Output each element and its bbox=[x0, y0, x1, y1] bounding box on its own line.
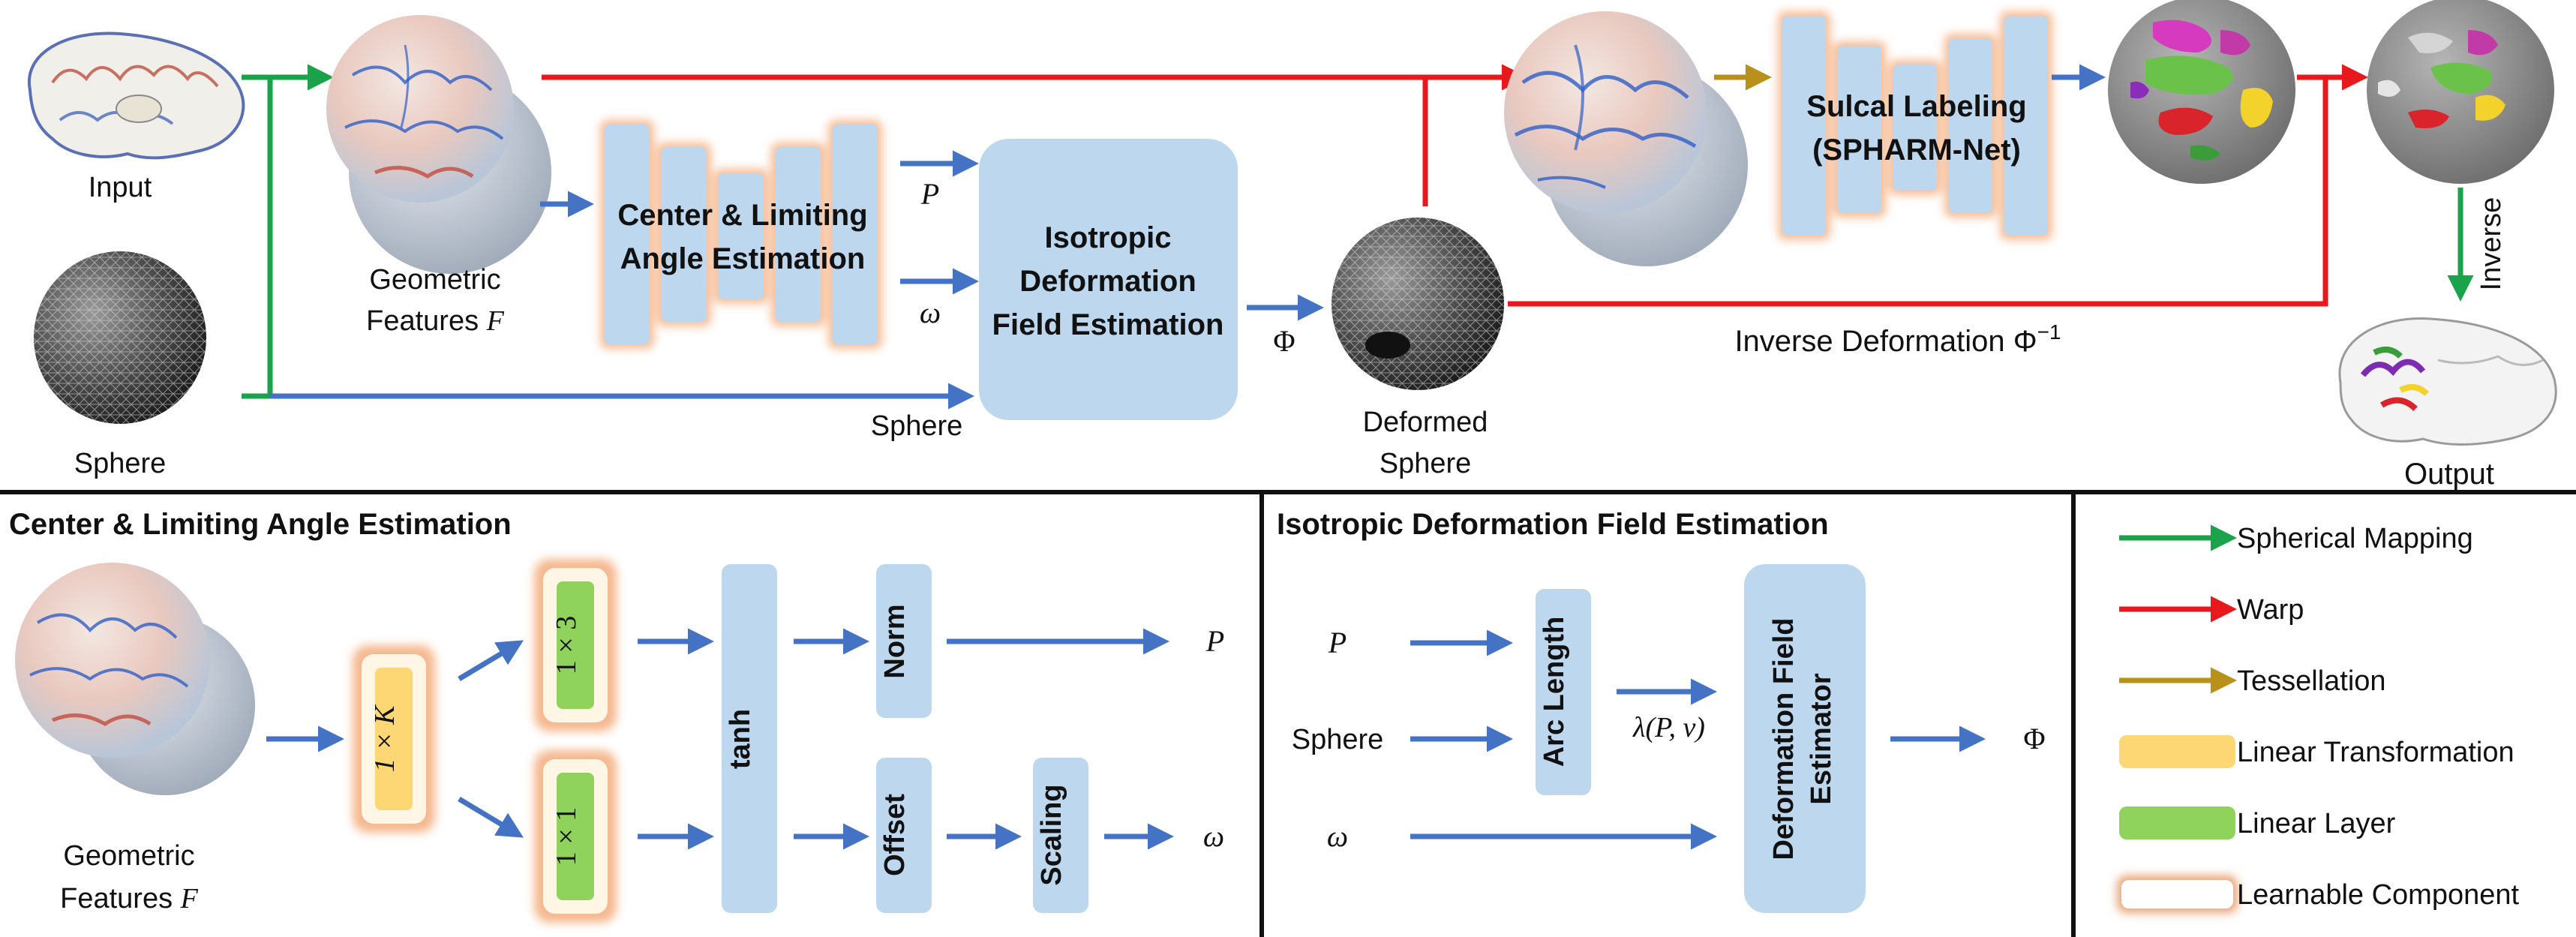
isotropic-deformation-block bbox=[979, 139, 1238, 420]
scaling-block bbox=[1033, 758, 1088, 913]
center-block-title-line2: Angle Estimation bbox=[620, 242, 866, 275]
legend-label: Linear Transformation bbox=[2237, 737, 2514, 768]
spherical-mapping-arrows bbox=[242, 64, 334, 399]
input-label: Input bbox=[89, 172, 152, 203]
linear-transform-label: 1 × K bbox=[369, 704, 401, 773]
layer-top-label: 1 × 3 bbox=[551, 616, 582, 674]
sphere-arrow-label: Sphere bbox=[871, 410, 963, 442]
deformed-sphere-line1: Deformed bbox=[1363, 407, 1488, 438]
isotropic-panel-title: Isotropic Deformation Field Estimation bbox=[1277, 508, 1829, 541]
sulcal-labeling-block bbox=[1778, 11, 2052, 240]
panel-geometric-features-spheres bbox=[15, 563, 255, 795]
geometric-features-label: Geometric bbox=[369, 264, 500, 296]
legend: Spherical MappingWarpTessellationLinear … bbox=[2117, 523, 2519, 913]
legend-item-linear-transformation: Linear Transformation bbox=[2119, 735, 2514, 768]
horizontal-divider bbox=[0, 490, 2576, 494]
P-out: P bbox=[1205, 624, 1224, 658]
legend-item-linear-layer: Linear Layer bbox=[2119, 806, 2396, 839]
linear-transform-block bbox=[353, 645, 435, 833]
legend-item-warp: Warp bbox=[2119, 594, 2304, 626]
isotropic-line3: Field Estimation bbox=[992, 308, 1224, 341]
arc-length-block bbox=[1536, 589, 1591, 795]
layer-bottom-label: 1 × 1 bbox=[551, 807, 582, 866]
geometric-features-label-line2: Features F bbox=[366, 305, 505, 337]
iso-phi-out: Φ bbox=[2023, 722, 2045, 755]
norm-label: Norm bbox=[879, 604, 911, 678]
center-panel-title: Center & Limiting Angle Estimation bbox=[9, 508, 512, 541]
estimator-line2: Estimator bbox=[1806, 673, 1837, 804]
vertical-divider-2 bbox=[2071, 490, 2076, 937]
phi-symbol: Φ bbox=[1273, 324, 1295, 358]
linear-layer-bottom bbox=[534, 750, 617, 923]
iso-P-in: P bbox=[1328, 626, 1347, 659]
sulcal-line2: (SPHARM-Net) bbox=[1812, 134, 2021, 167]
legend-swatch-box bbox=[2119, 735, 2235, 768]
lambda-label: λ(P, v) bbox=[1632, 712, 1705, 743]
deformation-estimator-block bbox=[1744, 564, 1866, 913]
legend-swatch-box bbox=[2119, 806, 2235, 839]
input-brain-image bbox=[27, 32, 245, 160]
offset-label: Offset bbox=[879, 794, 911, 876]
legend-swatch-outline bbox=[2121, 880, 2233, 908]
inverse-deformation-line bbox=[1508, 77, 2328, 307]
legend-label: Tessellation bbox=[2237, 665, 2386, 697]
vertical-divider-1 bbox=[1259, 490, 1264, 937]
offset-block bbox=[876, 758, 932, 913]
omega-symbol: ω bbox=[920, 296, 941, 329]
legend-label: Spherical Mapping bbox=[2237, 523, 2473, 554]
legend-item-learnable-component: Learnable Component bbox=[2117, 875, 2519, 913]
output-label: Output bbox=[2404, 458, 2494, 491]
deformed-sphere-image bbox=[1332, 218, 1504, 390]
sphere-mesh-image bbox=[34, 251, 206, 424]
geometric-features-spheres bbox=[326, 15, 551, 274]
deformed-sphere-line2: Sphere bbox=[1380, 448, 1472, 479]
inverse-deformation-label: Inverse Deformation Φ−1 bbox=[1734, 320, 2061, 358]
to-layer-top-arrow bbox=[458, 640, 524, 682]
iso-omega-in: ω bbox=[1327, 819, 1348, 853]
output-brain-image bbox=[2338, 317, 2557, 446]
to-layer-bottom-arrow bbox=[458, 796, 524, 838]
P-symbol: P bbox=[920, 177, 939, 211]
inverse-label: Inverse bbox=[2475, 197, 2507, 291]
arc-length-label: Arc Length bbox=[1539, 617, 1570, 767]
linear-layer-top bbox=[534, 559, 617, 731]
norm-block bbox=[876, 564, 932, 718]
scaling-label: Scaling bbox=[1036, 784, 1067, 885]
labeled-sphere-image bbox=[2108, 0, 2295, 184]
output-labeled-sphere-image bbox=[2367, 0, 2554, 184]
omega-out: ω bbox=[1203, 819, 1224, 853]
legend-label: Learnable Component bbox=[2237, 879, 2519, 911]
legend-label: Warp bbox=[2237, 594, 2304, 626]
isotropic-line2: Deformation bbox=[1019, 265, 1196, 298]
panel-features-label: Features F bbox=[60, 883, 199, 914]
iso-sphere-in: Sphere bbox=[1292, 724, 1384, 755]
warped-features-spheres bbox=[1504, 11, 1748, 266]
tanh-label: tanh bbox=[725, 709, 756, 769]
isotropic-line1: Isotropic bbox=[1045, 221, 1172, 254]
estimator-line1: Deformation Field bbox=[1768, 617, 1800, 860]
legend-label: Linear Layer bbox=[2237, 808, 2396, 839]
legend-item-spherical-mapping: Spherical Mapping bbox=[2119, 523, 2473, 554]
sphere-label: Sphere bbox=[74, 448, 167, 479]
center-limiting-block bbox=[600, 120, 882, 349]
sulcal-line1: Sulcal Labeling bbox=[1806, 90, 2026, 123]
tanh-block bbox=[722, 564, 777, 913]
panel-geometric-label: Geometric bbox=[63, 840, 194, 872]
center-block-title-line1: Center & Limiting bbox=[617, 199, 867, 232]
legend-item-tessellation: Tessellation bbox=[2119, 665, 2386, 697]
